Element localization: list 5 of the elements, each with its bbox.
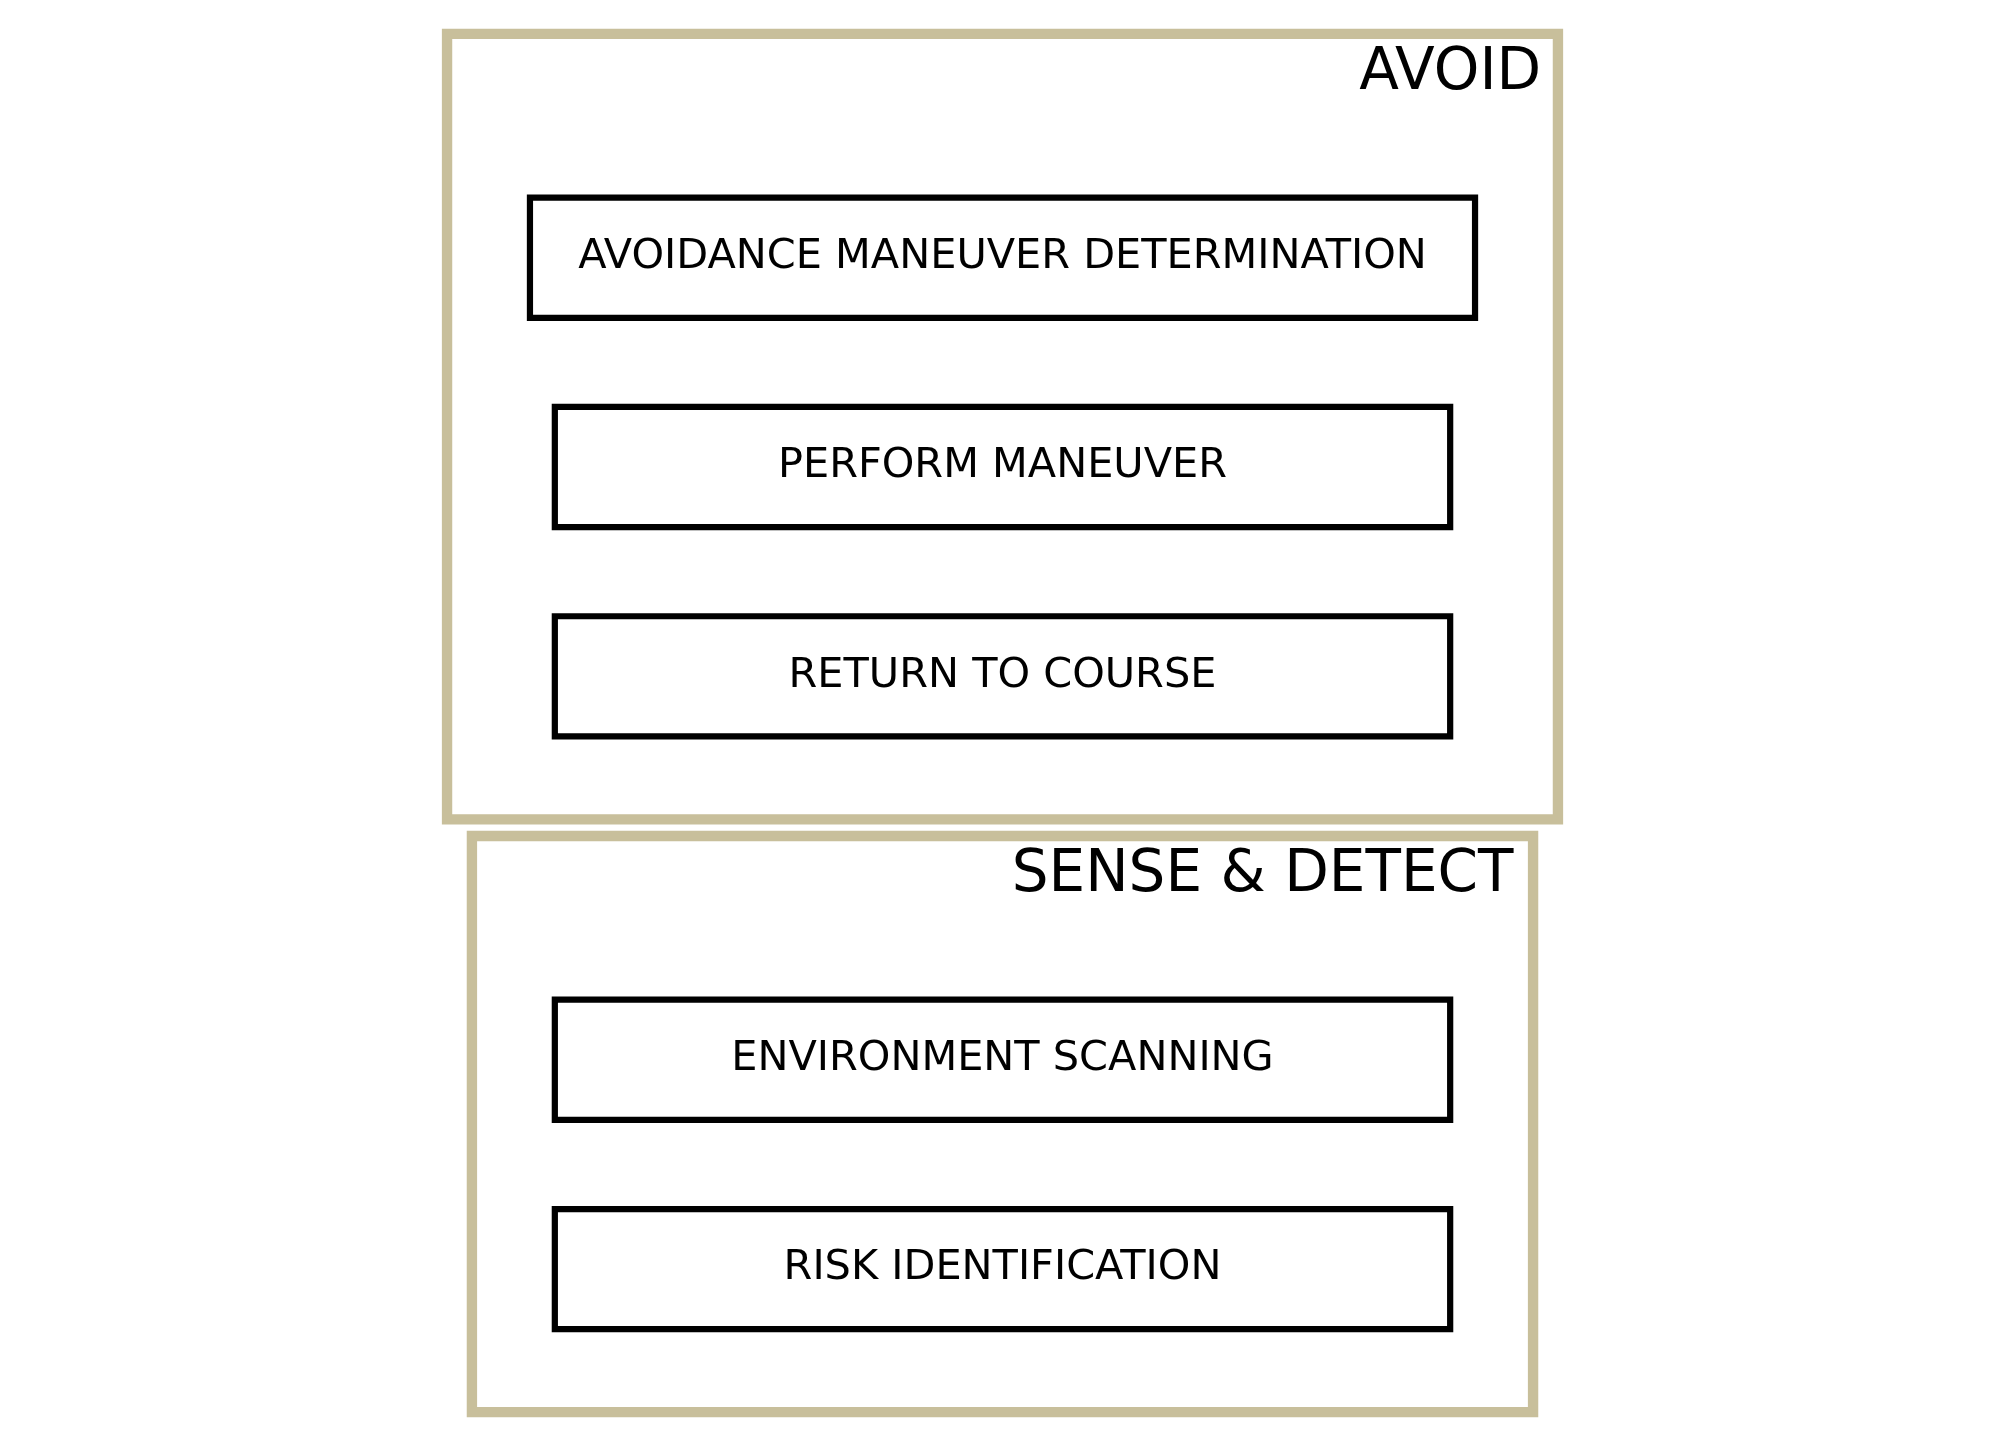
node-box: AVOIDANCE MANEUVER DETERMINATION [526, 194, 1479, 321]
node-box: RETURN TO COURSE [551, 612, 1454, 740]
node-box: ENVIRONMENT SCANNING [551, 996, 1454, 1123]
node-box: PERFORM MANEUVER [551, 403, 1454, 530]
node-box: RISK IDENTIFICATION [551, 1205, 1454, 1332]
